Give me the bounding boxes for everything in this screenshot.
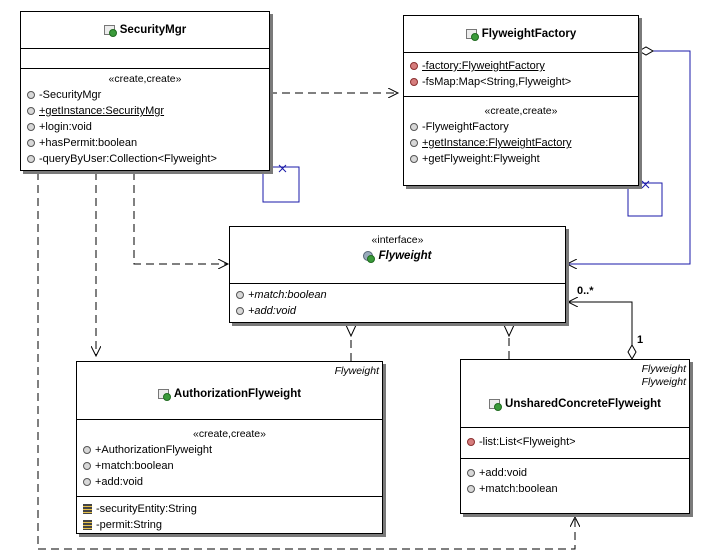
public-method-icon <box>83 446 91 454</box>
member-row[interactable]: +getInstance:SecurityMgr <box>21 103 269 119</box>
fields-section: -securityEntity:String -permit:String <box>77 496 382 533</box>
class-icon <box>489 399 503 411</box>
class-authorizationflyweight[interactable]: Flyweight AuthorizationFlyweight «create… <box>76 361 383 534</box>
class-header: Flyweight Flyweight UnsharedConcreteFlyw… <box>461 360 689 427</box>
interface-icon <box>363 251 376 263</box>
class-icon <box>157 389 171 401</box>
method-row[interactable]: +match:boolean <box>77 458 382 474</box>
class-icon <box>103 25 117 37</box>
field-row[interactable]: -fsMap:Map<String,Flyweight> <box>404 74 638 90</box>
class-unsharedconcreteflyweight[interactable]: Flyweight Flyweight UnsharedConcreteFlyw… <box>460 359 690 514</box>
template-parameter: Flyweight <box>334 365 379 377</box>
public-method-icon <box>410 139 418 147</box>
template-parameter: Flyweight <box>641 363 686 375</box>
field-row[interactable]: -factory:FlyweightFactory <box>404 58 638 74</box>
operations-section: «create,create» -FlyweightFactory +getIn… <box>404 96 638 167</box>
private-field-icon <box>410 78 418 86</box>
class-name: UnsharedConcreteFlyweight <box>505 398 661 410</box>
method-row[interactable]: +AuthorizationFlyweight <box>77 442 382 458</box>
dependency-securitymgr-to-flyweight <box>133 172 228 264</box>
interface-name: Flyweight <box>378 250 432 262</box>
template-parameter: Flyweight <box>641 376 686 388</box>
public-method-icon <box>467 485 475 493</box>
attributes-section: -factory:FlyweightFactory -fsMap:Map<Str… <box>404 52 638 96</box>
aggregation-unshared-to-flyweight <box>568 302 632 359</box>
member-row[interactable]: -queryByUser:Collection<Flyweight> <box>21 151 269 167</box>
method-row[interactable]: -FlyweightFactory <box>404 119 638 135</box>
field-icon <box>83 520 92 530</box>
public-method-icon <box>83 462 91 470</box>
operations-section: +add:void +match:boolean <box>461 458 689 497</box>
interface-header: «interface» Flyweight <box>230 227 565 283</box>
attributes-section <box>21 48 269 68</box>
public-method-icon <box>467 469 475 477</box>
interface-flyweight[interactable]: «interface» Flyweight +match:boolean +ad… <box>229 226 566 323</box>
public-method-icon <box>410 155 418 163</box>
operations-section: «create,create» +AuthorizationFlyweight … <box>77 419 382 496</box>
method-row[interactable]: +add:void <box>230 303 565 319</box>
attributes-section: -list:List<Flyweight> <box>461 427 689 458</box>
field-icon <box>83 504 92 514</box>
field-row[interactable]: -permit:String <box>77 517 382 533</box>
ctor-stereotype: «create,create» <box>108 73 182 85</box>
private-field-icon <box>467 438 475 446</box>
method-row[interactable]: +add:void <box>77 474 382 490</box>
class-icon <box>465 29 479 41</box>
class-header: SecurityMgr <box>21 12 269 48</box>
member-row[interactable]: +login:void <box>21 119 269 135</box>
public-method-icon <box>27 139 35 147</box>
public-method-icon <box>27 123 35 131</box>
class-name: AuthorizationFlyweight <box>173 388 302 400</box>
public-method-icon <box>236 291 244 299</box>
operations-section: «create,create» -SecurityMgr +getInstanc… <box>21 68 269 167</box>
class-flyweightfactory[interactable]: FlyweightFactory -factory:FlyweightFacto… <box>403 15 639 186</box>
public-method-icon <box>27 155 35 163</box>
dependency-securitymgr-to-unshared <box>37 172 575 550</box>
method-row[interactable]: +add:void <box>461 465 689 481</box>
class-header: Flyweight AuthorizationFlyweight <box>77 362 382 419</box>
ctor-stereotype: «create,create» <box>193 428 266 440</box>
class-header: FlyweightFactory <box>404 16 638 52</box>
public-method-icon <box>83 478 91 486</box>
private-field-icon <box>410 62 418 70</box>
interface-stereotype: «interface» <box>371 234 424 246</box>
aggregation-factory-to-flyweight <box>567 51 691 264</box>
member-row[interactable]: -SecurityMgr <box>21 87 269 103</box>
field-row[interactable]: -securityEntity:String <box>77 501 382 517</box>
multiplicity-many: 0..* <box>577 285 594 297</box>
self-loop-securitymgr-cross-icon <box>278 164 287 173</box>
method-row[interactable]: +match:boolean <box>230 287 565 303</box>
class-name: FlyweightFactory <box>481 28 577 40</box>
interface-title: Flyweight <box>230 250 565 263</box>
ctor-stereotype: «create,create» <box>484 105 558 117</box>
method-row[interactable]: +match:boolean <box>461 481 689 497</box>
class-title: UnsharedConcreteFlyweight <box>461 398 689 411</box>
operations-section: +match:boolean +add:void <box>230 283 565 319</box>
public-method-icon <box>236 307 244 315</box>
multiplicity-one: 1 <box>637 334 644 346</box>
method-row[interactable]: +getFlyweight:Flyweight <box>404 151 638 167</box>
member-row[interactable]: +hasPermit:boolean <box>21 135 269 151</box>
public-method-icon <box>27 107 35 115</box>
public-method-icon <box>27 91 35 99</box>
self-loop-securitymgr <box>262 166 300 203</box>
self-loop-factory <box>627 182 663 217</box>
class-name: SecurityMgr <box>119 24 187 36</box>
self-loop-factory-cross-icon <box>641 180 650 189</box>
field-row[interactable]: -list:List<Flyweight> <box>461 434 689 450</box>
class-securitymgr[interactable]: SecurityMgr «create,create» -SecurityMgr… <box>20 11 270 171</box>
public-method-icon <box>410 123 418 131</box>
class-title: AuthorizationFlyweight <box>77 388 382 401</box>
method-row[interactable]: +getInstance:FlyweightFactory <box>404 135 638 151</box>
